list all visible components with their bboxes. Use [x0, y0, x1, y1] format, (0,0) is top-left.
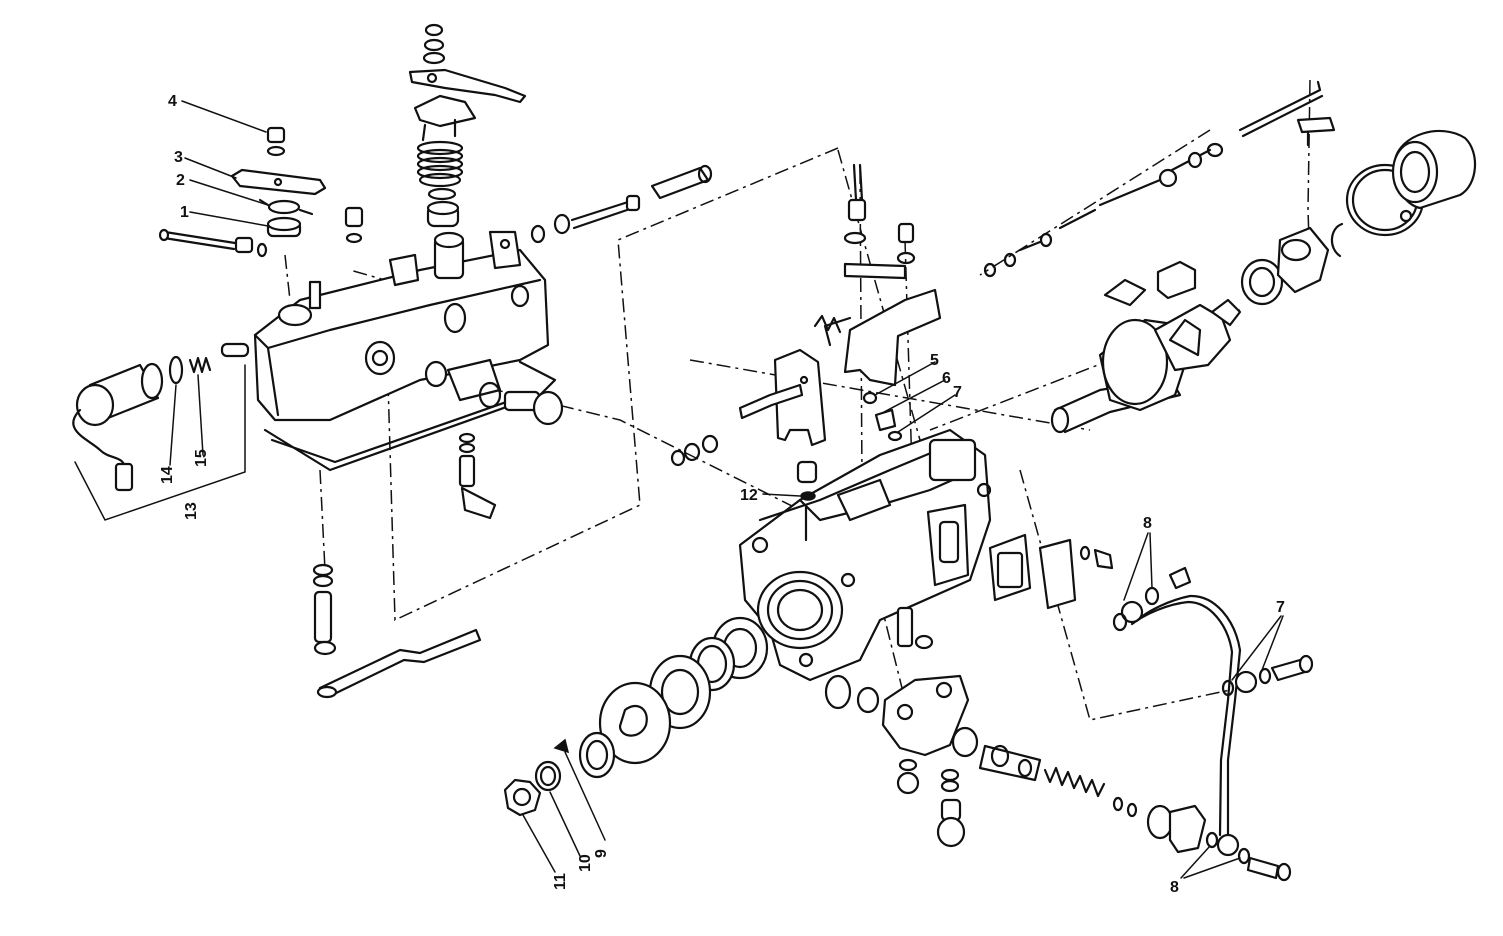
part-2-spring [258, 198, 314, 216]
callout-1: 1 [180, 204, 189, 221]
control-shaft [530, 164, 713, 244]
callout-13: 13 [183, 502, 200, 520]
governor-spring [416, 140, 464, 188]
callout-8-lower: 8 [1170, 879, 1179, 896]
part-4-nut [266, 126, 286, 157]
side-plate [738, 348, 827, 447]
callout-6: 6 [942, 370, 951, 387]
link-lever [316, 628, 482, 699]
callout-10: 10 [577, 854, 594, 872]
hydraulic-head [824, 674, 979, 758]
regulator-piston [978, 744, 1207, 854]
callout-labels: 1 2 3 4 5 6 7 7 8 8 9 10 11 12 13 14 15 [159, 93, 1285, 896]
callout-5: 5 [930, 352, 939, 369]
part-3-lever [230, 168, 327, 196]
callout-7-lower: 7 [1276, 599, 1285, 616]
cover-bolt-and-washer [424, 358, 564, 426]
lower-stud [312, 563, 337, 656]
parts-5-6-7-screws [862, 391, 903, 442]
top-lever-assembly [408, 23, 527, 228]
governor-cover-housing [253, 230, 557, 472]
part-14-o-ring [168, 355, 184, 385]
control-stud [458, 432, 497, 520]
small-washers-left [670, 434, 719, 467]
drive-bush [1391, 129, 1477, 210]
callout-4: 4 [168, 93, 177, 110]
callout-15: 15 [193, 449, 210, 467]
small-plug [344, 206, 364, 244]
control-bracket [823, 163, 942, 387]
part-11-nut [503, 778, 542, 817]
callout-3: 3 [174, 149, 183, 166]
gasket-plates [988, 533, 1114, 610]
delivery-valve-left [896, 606, 934, 795]
callout-12: 12 [740, 487, 758, 504]
part-12-screw [796, 460, 818, 542]
pump-housing [738, 428, 992, 682]
governor-linkage-rods [983, 80, 1336, 278]
plunger-pin [220, 342, 250, 358]
part-1-bush [266, 216, 302, 238]
callout-9: 9 [593, 849, 610, 858]
drive-seals-and-washers [598, 616, 769, 765]
adjusting-screw [158, 228, 268, 258]
part-10-lock-washer [534, 760, 562, 792]
delivery-valve-right [936, 768, 966, 848]
regulator-spring [1043, 766, 1106, 798]
throttle-spring [813, 314, 842, 334]
stop-solenoid [72, 362, 164, 492]
part-15-spring [188, 356, 212, 374]
callout-11: 11 [552, 873, 569, 890]
drive-shaft [1050, 222, 1344, 434]
callout-14: 14 [159, 466, 176, 484]
leader-lines [74, 100, 1284, 879]
callout-2: 2 [176, 172, 185, 189]
fuel-return-pipe [1112, 566, 1314, 882]
callout-7-upper: 7 [953, 384, 962, 401]
part-9-key [553, 731, 616, 779]
callout-8-upper: 8 [1143, 515, 1152, 532]
